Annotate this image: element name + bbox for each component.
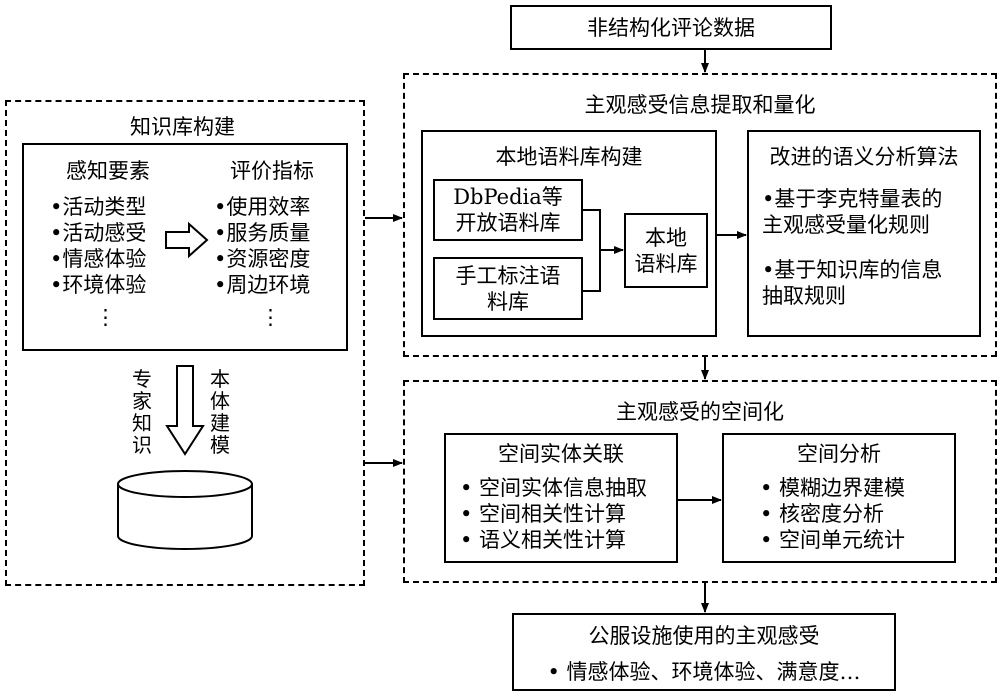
dbpedia-corpus-line2: 开放语料库 xyxy=(455,211,561,235)
spatialization-region xyxy=(403,380,997,583)
spatial-analysis-item: • 核密度分析 xyxy=(760,502,885,526)
spatial-entity-item: • 空间实体信息抽取 xyxy=(460,476,648,500)
semantic-algorithm-box xyxy=(747,130,981,337)
perception-elements-list: •活动类型 •活动感受 •情感体验 •环境体验 xyxy=(50,194,146,298)
spatialization-title: 主观感受的空间化 xyxy=(616,400,784,424)
likert-rule-line1: •基于李克特量表的 xyxy=(762,187,943,211)
unstructured-review-data-label: 非结构化评论数据 xyxy=(587,16,755,40)
subjective-perception-result-title: 公服设施使用的主观感受 xyxy=(588,624,820,648)
evaluation-item: •周边环境 xyxy=(214,273,311,297)
perception-item: •活动感受 xyxy=(50,221,147,245)
spatial-analysis-box: 空间分析 • 模糊边界建模 • 核密度分析 • 空间单元统计 xyxy=(722,433,956,563)
spatial-analysis-title: 空间分析 xyxy=(797,442,881,466)
evaluation-indicators-header: 评价指标 xyxy=(230,159,314,183)
perception-evaluation-box xyxy=(22,143,348,351)
knowledge-base-construction-title: 知识库构建 xyxy=(130,115,235,139)
evaluation-item: •使用效率 xyxy=(214,195,311,219)
likert-rule: •基于李克特量表的 主观感受量化规则 xyxy=(762,186,942,238)
spatial-entity-association-box: 空间实体关联 • 空间实体信息抽取 • 空间相关性计算 • 语义相关性计算 xyxy=(444,433,678,563)
unstructured-review-data-box: 非结构化评论数据 xyxy=(510,5,832,50)
local-corpus-line2: 语料库 xyxy=(634,252,698,276)
perception-item: •活动类型 xyxy=(50,195,147,219)
spatial-analysis-item: • 模糊边界建模 xyxy=(760,476,906,500)
spatial-entity-item: • 空间相关性计算 xyxy=(460,502,627,526)
manual-corpus-line2: 料库 xyxy=(487,290,529,314)
local-corpus-construction-title: 本地语料库构建 xyxy=(495,145,643,169)
knowledge-base-construction-region xyxy=(5,100,365,586)
local-corpus-line1: 本地 xyxy=(645,226,687,250)
knowledge-base-cylinder-label: 知识库 xyxy=(153,506,217,530)
info-extraction-title: 主观感受信息提取和量化 xyxy=(584,93,816,117)
manual-corpus-box: 手工标注语 料库 xyxy=(433,257,583,320)
dbpedia-corpus-line1: DbPedia等 xyxy=(453,185,563,209)
manual-corpus-line1: 手工标注语 xyxy=(455,264,561,288)
ontology-modeling-label: 本体建模 xyxy=(210,367,230,457)
spatial-entity-item: • 语义相关性计算 xyxy=(460,528,627,552)
perception-item: •环境体验 xyxy=(50,273,147,297)
subjective-perception-result-items: • 情感体验、环境体验、满意度… xyxy=(547,660,861,684)
perception-elements-header: 感知要素 xyxy=(66,159,150,183)
evaluation-item: •服务质量 xyxy=(214,221,311,245)
kb-extraction-rule-line2: 抽取规则 xyxy=(762,284,846,308)
perception-ellipsis: ⋮ xyxy=(95,305,116,329)
likert-rule-line2: 主观感受量化规则 xyxy=(762,213,930,237)
evaluation-ellipsis: ⋮ xyxy=(260,305,281,329)
spatial-entity-association-title: 空间实体关联 xyxy=(498,442,624,466)
info-extraction-region xyxy=(403,73,997,357)
expert-knowledge-label: 专家知识 xyxy=(132,367,152,457)
perception-item: •情感体验 xyxy=(50,247,147,271)
evaluation-item: •资源密度 xyxy=(214,247,311,271)
subjective-perception-result-box: 公服设施使用的主观感受 • 情感体验、环境体验、满意度… xyxy=(512,613,896,691)
evaluation-indicators-list: •使用效率 •服务质量 •资源密度 •周边环境 xyxy=(214,194,310,298)
spatial-analysis-item: • 空间单元统计 xyxy=(760,528,906,552)
dbpedia-corpus-box: DbPedia等 开放语料库 xyxy=(433,179,583,241)
semantic-algorithm-title: 改进的语义分析算法 xyxy=(769,145,959,169)
local-corpus-box: 本地 语料库 xyxy=(624,213,708,288)
kb-extraction-rule: •基于知识库的信息 抽取规则 xyxy=(762,257,942,309)
kb-extraction-rule-line1: •基于知识库的信息 xyxy=(762,258,943,282)
